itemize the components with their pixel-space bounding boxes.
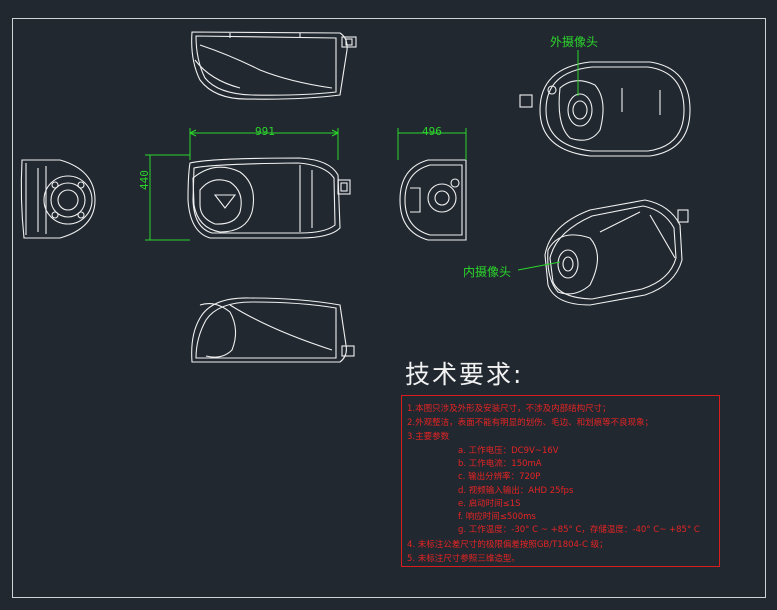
requirement-line-5: 5. 未标注尺寸参照三维造型。 (407, 554, 520, 564)
requirement-line-4: 4. 未标注公差尺寸的极限偏差按照GB/T1804-C 级； (407, 540, 608, 550)
dimension-height: 440 (138, 170, 151, 190)
right-end-view (399, 159, 467, 241)
left-end-view (20, 159, 96, 239)
requirement-param-f: f. 响应时间≤500ms (458, 512, 536, 522)
dimension-lines (145, 50, 579, 271)
requirement-line-1: 1.本图只涉及外形及安装尺寸，不涉及内部结构尺寸； (407, 404, 611, 414)
requirement-param-a: a. 工作电压：DC9V~16V (458, 446, 559, 456)
dimension-width-top: 991 (255, 125, 275, 138)
main-side-view (187, 157, 351, 239)
requirements-title: 技术要求: (405, 360, 524, 389)
iso-view-top (519, 61, 691, 157)
requirement-line-2: 2.外观整洁，表面不能有明显的划伤、毛边、和划痕等不良现象； (407, 418, 654, 428)
iso-view-bottom (544, 199, 689, 306)
requirement-line-3: 3.主要参数 (407, 432, 450, 442)
requirements-box (401, 395, 720, 567)
requirement-param-c: c. 输出分辨率：720P (458, 472, 541, 482)
external-camera-callout: 外摄像头 (550, 35, 599, 49)
requirement-param-e: e. 启动时间≤1S (458, 499, 521, 509)
top-view (191, 31, 357, 100)
dimension-width-side: 496 (422, 125, 442, 138)
internal-camera-callout: 内摄像头 (463, 265, 512, 279)
requirement-param-b: b. 工作电流：150mA (458, 459, 542, 469)
requirement-param-d: d. 视频输入输出：AHD 25fps (458, 486, 574, 496)
bottom-view (191, 297, 355, 363)
drawing-border (12, 18, 766, 598)
requirement-param-g: g. 工作温度：-30° C ~ +85° C，存储温度：-40° C~ +85… (458, 525, 700, 535)
